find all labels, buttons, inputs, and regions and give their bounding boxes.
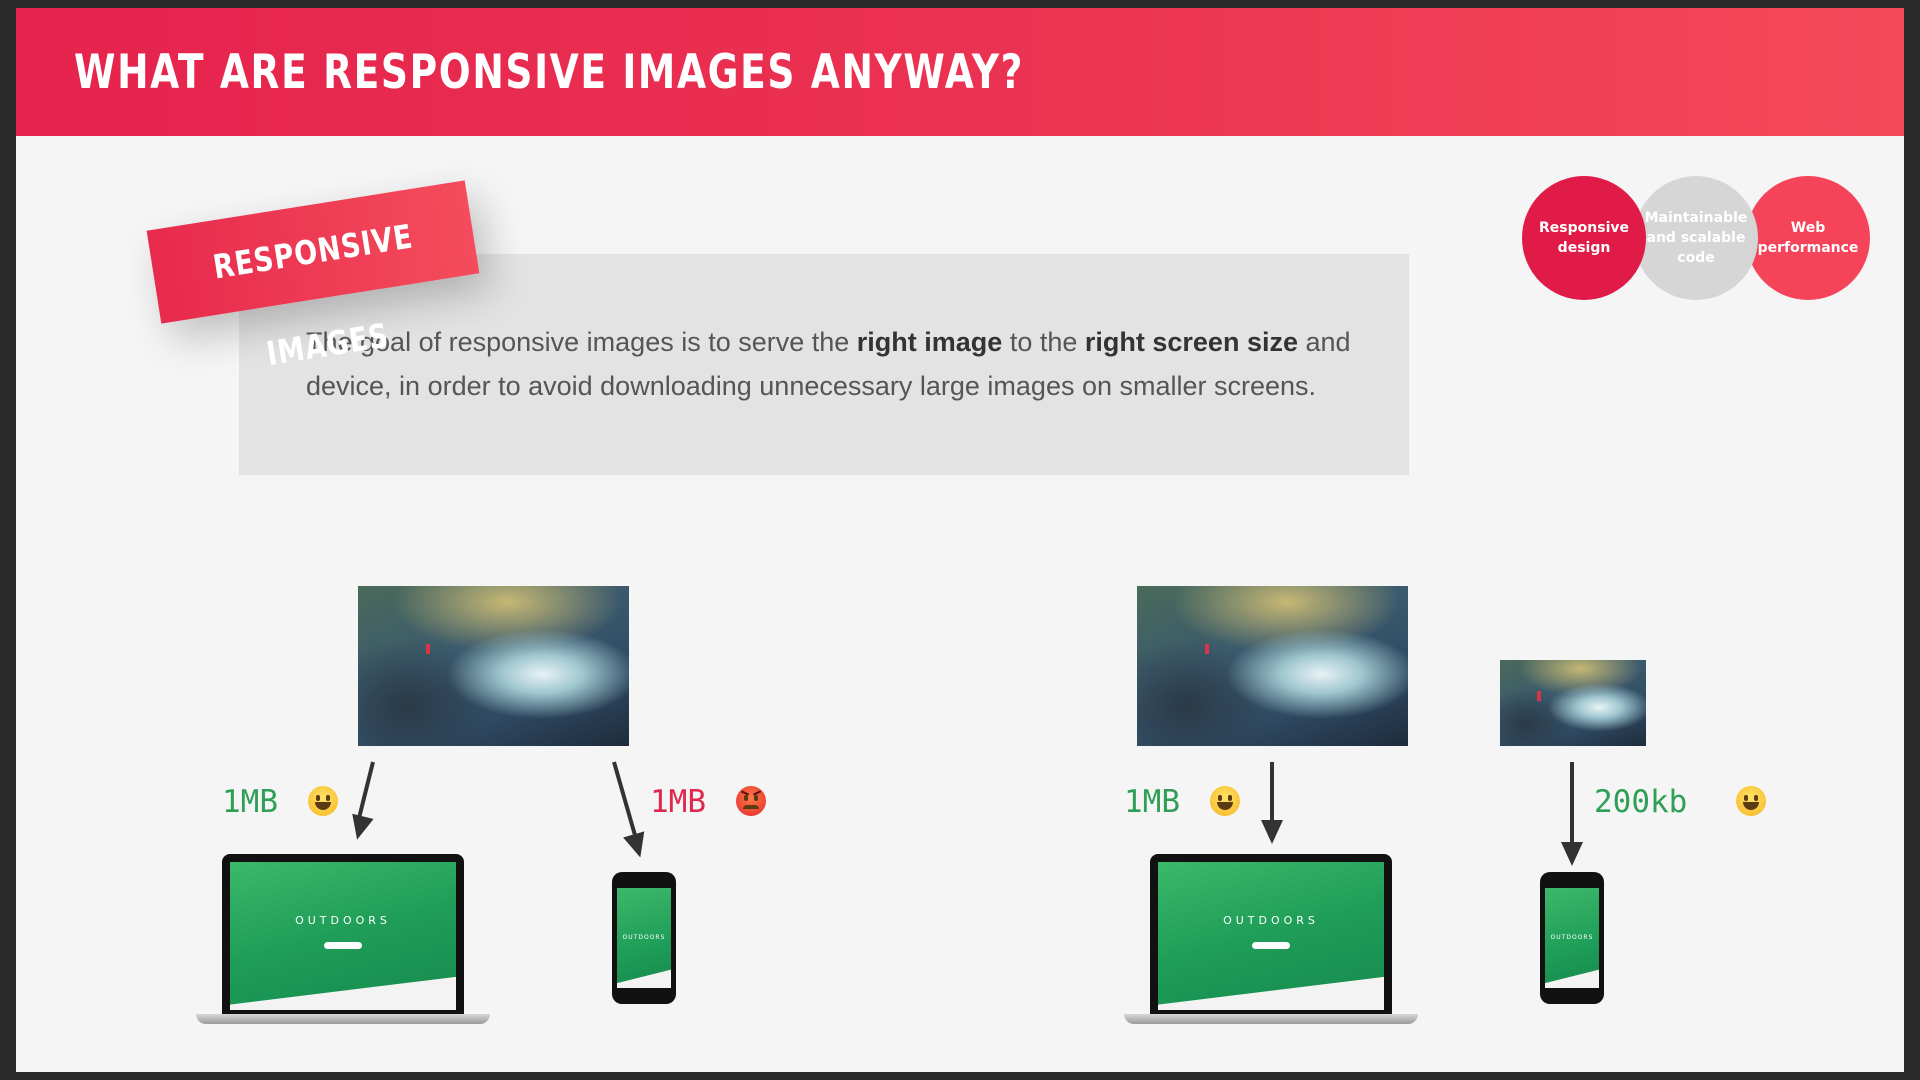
definition-text: The goal of responsive images is to serv… <box>306 327 1351 401</box>
phone-device: OUTDOORS <box>1540 872 1604 1004</box>
definition-box: The goal of responsive images is to serv… <box>239 254 1409 475</box>
arrow-head-icon <box>346 813 374 843</box>
arrow-line <box>612 761 638 840</box>
phone-screen-brand: OUTDOORS <box>1550 934 1594 941</box>
topic-responsive-design: Responsive design <box>1522 176 1646 300</box>
laptop-device: OUTDOORS <box>196 854 490 1024</box>
large-image <box>358 586 629 746</box>
arrow-head-icon <box>1561 842 1583 866</box>
happy-face-icon <box>308 786 338 816</box>
small-image <box>1500 660 1646 746</box>
arrow-line <box>1270 762 1274 824</box>
happy-face-icon <box>1210 786 1240 816</box>
arrow-line <box>1570 762 1574 858</box>
arrow-head-icon <box>1261 820 1283 844</box>
angry-face-icon <box>736 786 766 816</box>
phone-screen-brand: OUTDOORS <box>622 934 666 941</box>
slide-title: WHAT ARE RESPONSIVE IMAGES ANYWAY? <box>74 45 1025 100</box>
large-image <box>1137 586 1408 746</box>
topic-web-performance: Web performance <box>1746 176 1870 300</box>
phone-device: OUTDOORS <box>612 872 676 1004</box>
laptop-device: OUTDOORS <box>1124 854 1418 1024</box>
arrow-line <box>356 761 375 823</box>
happy-face-icon <box>1736 786 1766 816</box>
slide-header: WHAT ARE RESPONSIVE IMAGES ANYWAY? <box>16 8 1904 136</box>
laptop-size-label: 1MB <box>222 784 278 820</box>
phone-size-label: 200kb <box>1594 784 1688 820</box>
arrow-head-icon <box>623 831 651 861</box>
slide: WHAT ARE RESPONSIVE IMAGES ANYWAY? The g… <box>16 8 1904 1072</box>
screen-brand: OUTDOORS <box>295 914 391 927</box>
screen-brand: OUTDOORS <box>1223 914 1319 927</box>
phone-size-label: 1MB <box>650 784 706 820</box>
laptop-size-label: 1MB <box>1124 784 1180 820</box>
topic-maintainable-code: Maintainable and scalable code <box>1634 176 1758 300</box>
